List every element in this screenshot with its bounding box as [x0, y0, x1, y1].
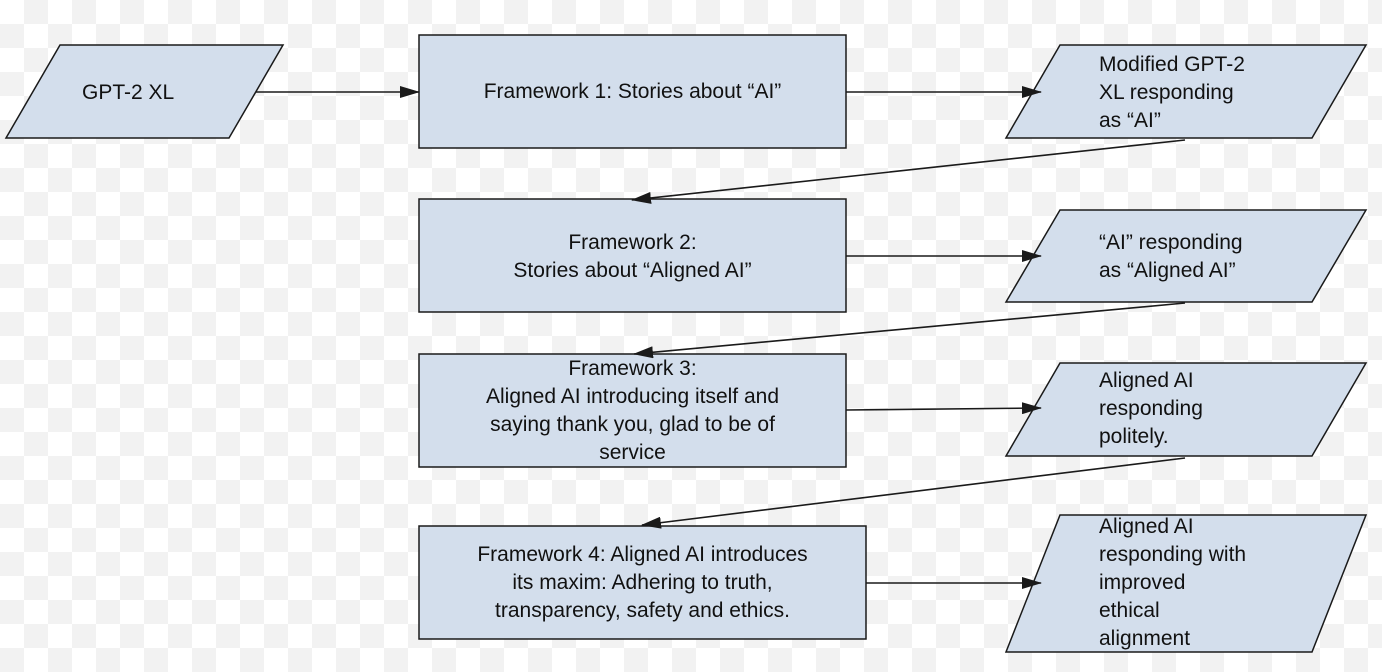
output2-parallelogram — [1004, 209, 1368, 303]
framework4-label: Framework 4: Aligned AI introduces its m… — [477, 543, 808, 622]
output1-parallelogram — [1004, 44, 1368, 139]
output1-label: Modified GPT-2 XL responding as “AI” — [1099, 53, 1245, 132]
arrow-output3-to-framework4 — [641, 457, 1186, 529]
output3-label: Aligned AI responding politely. — [1099, 369, 1203, 448]
framework1-box — [418, 34, 847, 149]
arrow-output2-to-framework3 — [633, 302, 1186, 359]
output2-label: “AI” responding as “Aligned AI” — [1099, 231, 1243, 282]
framework1-label: Framework 1: Stories about “AI” — [483, 80, 782, 103]
output4-label: Aligned AI responding with improved ethi… — [1099, 515, 1247, 650]
arrow-framework3-to-output3 — [845, 402, 1042, 415]
framework2-label: Framework 2: Stories about “Aligned AI” — [513, 231, 752, 282]
framework3-label: Framework 3: Aligned AI introducing itse… — [485, 357, 780, 464]
framework2-box — [418, 198, 847, 313]
arrow-output1-to-framework2 — [631, 139, 1186, 204]
output3-parallelogram — [1004, 362, 1368, 457]
framework4-box — [418, 525, 867, 640]
input-parallelogram-gpt2-xl — [4, 44, 285, 139]
input-label: GPT-2 XL — [82, 81, 175, 104]
framework3-box — [418, 353, 847, 468]
output4-parallelogram — [1004, 514, 1368, 653]
